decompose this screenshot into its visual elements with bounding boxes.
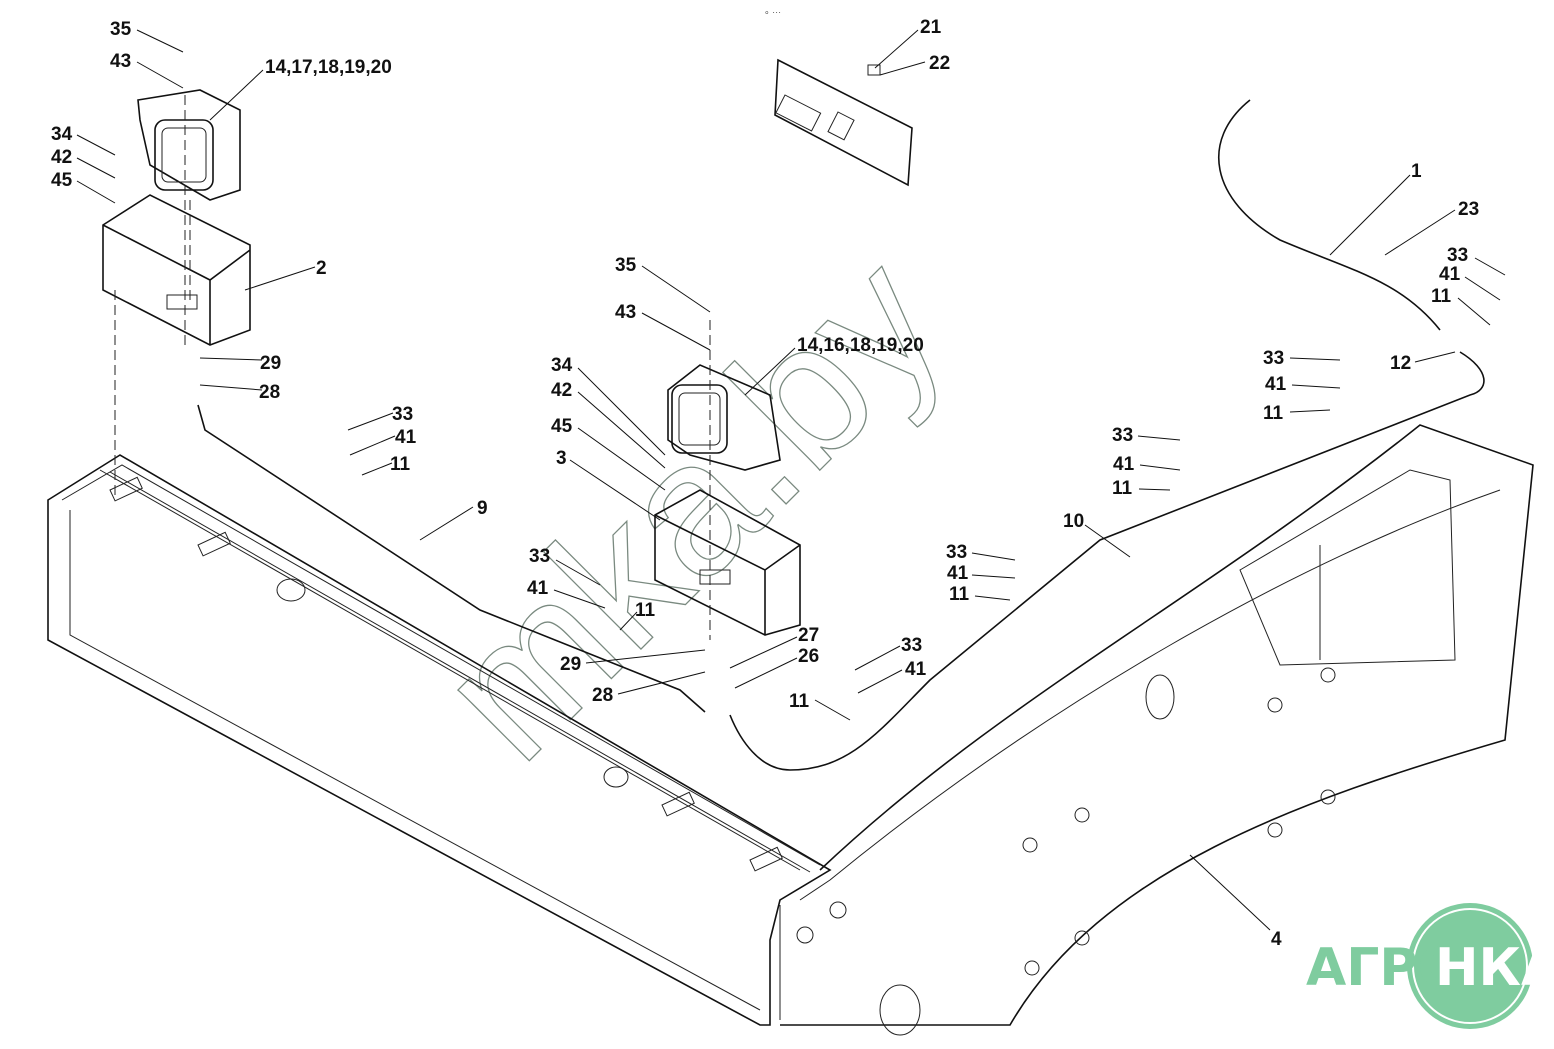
callout-14-17-18-19-20: 14,17,18,19,20 <box>265 57 392 78</box>
center-lamp-bracket <box>654 489 801 636</box>
callout-11: 11 <box>1263 403 1284 424</box>
logo-text-right: НКА <box>1435 938 1554 998</box>
top-marks: ∘ ··· <box>764 7 781 17</box>
callout-42: 42 <box>51 147 72 168</box>
callout-21: 21 <box>920 17 942 38</box>
callout-33: 33 <box>901 635 922 656</box>
left-work-lamp <box>137 89 241 201</box>
callout-41: 41 <box>905 659 927 680</box>
side-frame <box>780 424 1534 1036</box>
callout-9: 9 <box>477 498 488 519</box>
callout-33: 33 <box>392 404 413 425</box>
callout-2: 2 <box>316 258 327 279</box>
agronka-logo: АГРО НКА <box>1306 903 1554 1029</box>
callout-41: 41 <box>1439 264 1461 285</box>
callout-10: 10 <box>1063 511 1084 532</box>
callout-11: 11 <box>635 600 656 621</box>
callout-11: 11 <box>949 584 970 605</box>
callout-35: 35 <box>615 255 637 276</box>
callout-23: 23 <box>1458 199 1479 220</box>
callout-4: 4 <box>1271 929 1282 950</box>
front-beam <box>47 454 832 1026</box>
callout-26: 26 <box>798 646 819 667</box>
callout-11: 11 <box>1431 286 1452 307</box>
callout-41: 41 <box>947 563 969 584</box>
callout-33: 33 <box>1112 425 1133 446</box>
callout-33: 33 <box>529 546 550 567</box>
callout-29: 29 <box>260 353 281 374</box>
callout-43: 43 <box>110 51 131 72</box>
callout-1: 1 <box>1411 161 1422 182</box>
callout-27: 27 <box>798 625 819 646</box>
hoses <box>197 99 1485 771</box>
left-lamp-bracket <box>102 194 251 346</box>
callout-11: 11 <box>1112 478 1133 499</box>
callout-41: 41 <box>395 427 417 448</box>
center-work-lamp <box>667 364 781 471</box>
callout-11: 11 <box>390 454 411 475</box>
callout-22: 22 <box>929 53 950 74</box>
alignment-lines <box>114 95 711 640</box>
callout-28: 28 <box>259 382 280 403</box>
callout-11: 11 <box>789 691 810 712</box>
callout-41: 41 <box>1265 374 1287 395</box>
callout-41: 41 <box>1113 454 1135 475</box>
callout-41: 41 <box>527 578 549 599</box>
logo-text-left: АГРО <box>1306 938 1462 998</box>
callout-labels: 35 43 14,17,18,19,20 34 42 45 2 29 28 33… <box>51 7 1479 950</box>
callout-45: 45 <box>51 170 73 191</box>
callout-33: 33 <box>1263 348 1284 369</box>
callout-28: 28 <box>592 685 613 706</box>
callout-3: 3 <box>556 448 567 469</box>
callout-34: 34 <box>51 124 73 145</box>
callout-29: 29 <box>560 654 581 675</box>
callout-33: 33 <box>1447 245 1468 266</box>
callout-43: 43 <box>615 302 636 323</box>
callout-33: 33 <box>946 542 967 563</box>
leader-lines <box>76 29 1506 931</box>
callout-12: 12 <box>1390 353 1411 374</box>
callout-35: 35 <box>110 19 132 40</box>
callout-42: 42 <box>551 380 572 401</box>
callout-45: 45 <box>551 416 573 437</box>
callout-34: 34 <box>551 355 573 376</box>
callout-14-16-18-19-20: 14,16,18,19,20 <box>797 335 924 356</box>
control-panel <box>774 58 913 187</box>
